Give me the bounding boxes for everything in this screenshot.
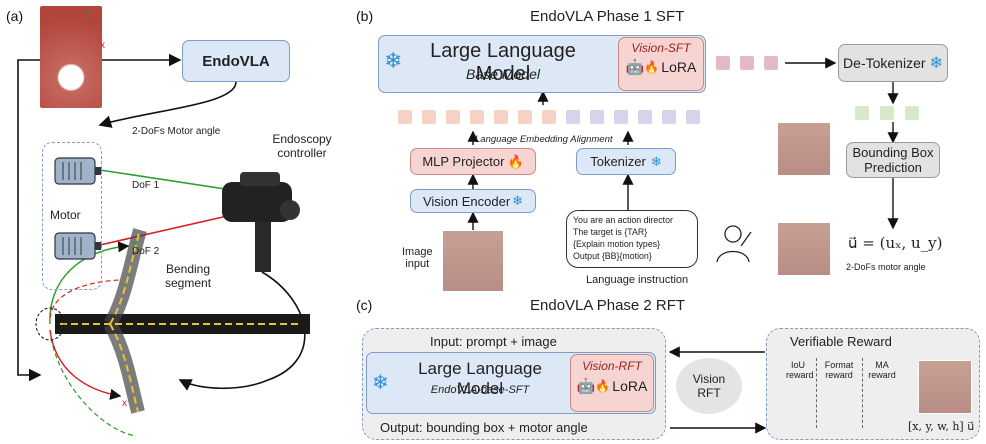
motor-formula: u⃗ = (uₓ, u_y) [848,234,943,252]
visual-token [542,110,556,124]
mlp-projector-box: MLP Projector 🔥 [410,148,536,175]
motor-angle-label: 2-DoFs Motor angle [132,126,221,137]
text-token [638,110,652,124]
rft-llm-title: Large Language Model [418,359,542,398]
prompt-line: You are an action director [573,215,673,225]
detokenizer-label: De-Tokenizer [843,55,926,71]
vision-sft-box: Vision-SFT 🤖 🔥 LoRA [618,37,704,91]
mlp-label: MLP Projector [422,154,505,169]
vision-rft-label: Vision-RFT [582,359,642,373]
visual-token [470,110,484,124]
output-token [740,56,754,70]
bbox-prediction-box: Bounding Box Prediction [846,142,940,178]
bbox-token [905,106,919,120]
prompt-line: {Explain motion types} [573,239,661,249]
prompt-bubble: You are an action director The target is… [566,210,698,268]
prompt-line: The target is {TAR} [573,227,648,237]
bend-axis-x-label: x [122,398,127,409]
output-token [764,56,778,70]
text-token [686,110,700,124]
bbox-prediction-line: Prediction [864,160,922,175]
output-token [716,56,730,70]
panel-b-title: EndoVLA Phase 1 SFT [530,8,685,25]
text-token [566,110,580,124]
endoscope-frame-arrow-image [777,222,831,276]
endoscope-frame-image [777,122,831,176]
bbox-token [880,106,894,120]
vision-rft-circle-line: Vision [692,372,726,386]
motor-dashed-group [42,142,102,290]
lora-label: LoRA [612,378,648,394]
tokenizer-box: Tokenizer ❄ [576,148,676,175]
verifiable-reward-title: Verifiable Reward [790,334,892,349]
tokenizer-label: Tokenizer [590,154,646,169]
panel-b-label: (b) [356,8,374,24]
rft-input-label: Input: prompt + image [430,334,557,349]
visual-token [518,110,532,124]
robot-icon: 🤖 [576,378,596,395]
vision-encoder-label: Vision Encoder [422,193,511,209]
text-token [614,110,628,124]
rft-output-label: Output: bounding box + motor angle [380,420,588,435]
motor-label: Motor [50,208,81,222]
dof2-label: DoF 2 [132,246,160,257]
text-token [662,110,676,124]
bbox-prediction-line: Bounding Box [852,145,934,160]
motor-1-icon [54,157,101,185]
panel-c-title: EndoVLA Phase 2 RFT [530,297,686,314]
vision-encoder-box: Vision Encoder ❄ [410,189,536,213]
bend-axis-y-label: y [132,238,137,249]
fire-icon: 🔥 [595,379,611,393]
reward-divider [862,358,864,428]
visual-token [422,110,436,124]
text-token [590,110,604,124]
visual-token [446,110,460,124]
panel-c-label: (c) [356,297,373,313]
snowflake-icon: ❄ [372,372,389,394]
detokenizer-box: De-Tokenizer ❄ [838,44,948,82]
vision-rft-box: Vision-RFT 🤖 🔥 LoRA [570,354,654,412]
rft-llm-subtitle: EndoVLA-base-SFT [430,384,530,396]
vision-rft-circle-line: RFT [697,386,721,400]
lang-embed-label: Language Embedding Alignment [475,134,613,145]
visual-token [494,110,508,124]
person-icon [716,225,752,263]
reward-divider [816,358,818,428]
fire-icon: 🔥 [644,60,660,74]
fire-icon: 🔥 [507,153,524,169]
snowflake-icon: ❄ [512,193,524,208]
robot-icon: 🤖 [625,59,645,76]
llm-title: Large Language Model [430,40,576,85]
language-instruction-label: Language instruction [586,274,689,286]
dof1-label: DoF 1 [132,180,160,191]
vector-caption: [x, y, w, h] u⃗ [908,420,975,433]
motor-angle-caption: 2-DoFs motor angle [846,262,926,272]
bbox-token [855,106,869,120]
lora-label: LoRA [661,59,697,75]
vision-rft-circle: Vision RFT [676,358,742,414]
prompt-line: Output {BB}{motion} [573,251,652,261]
reward-frame-image [918,360,972,414]
snowflake-icon: ❄ [384,48,403,73]
endovla-box: EndoVLA [182,40,290,82]
vision-sft-label: Vision-SFT [631,41,691,55]
image-input-thumbnail [442,230,504,292]
snowflake-icon: ❄ [929,55,943,72]
snowflake-icon: ❄ [650,153,662,169]
axis-y-label: y [86,8,91,19]
llm-subtitle: Base Model [466,66,540,82]
endoscopy-controller-image [222,172,300,272]
visual-token [398,110,412,124]
motor-2-icon [54,232,101,260]
endoscopic-view-image [40,6,102,108]
axis-x-label: x [100,40,105,51]
panel-a-label: (a) [6,8,24,24]
